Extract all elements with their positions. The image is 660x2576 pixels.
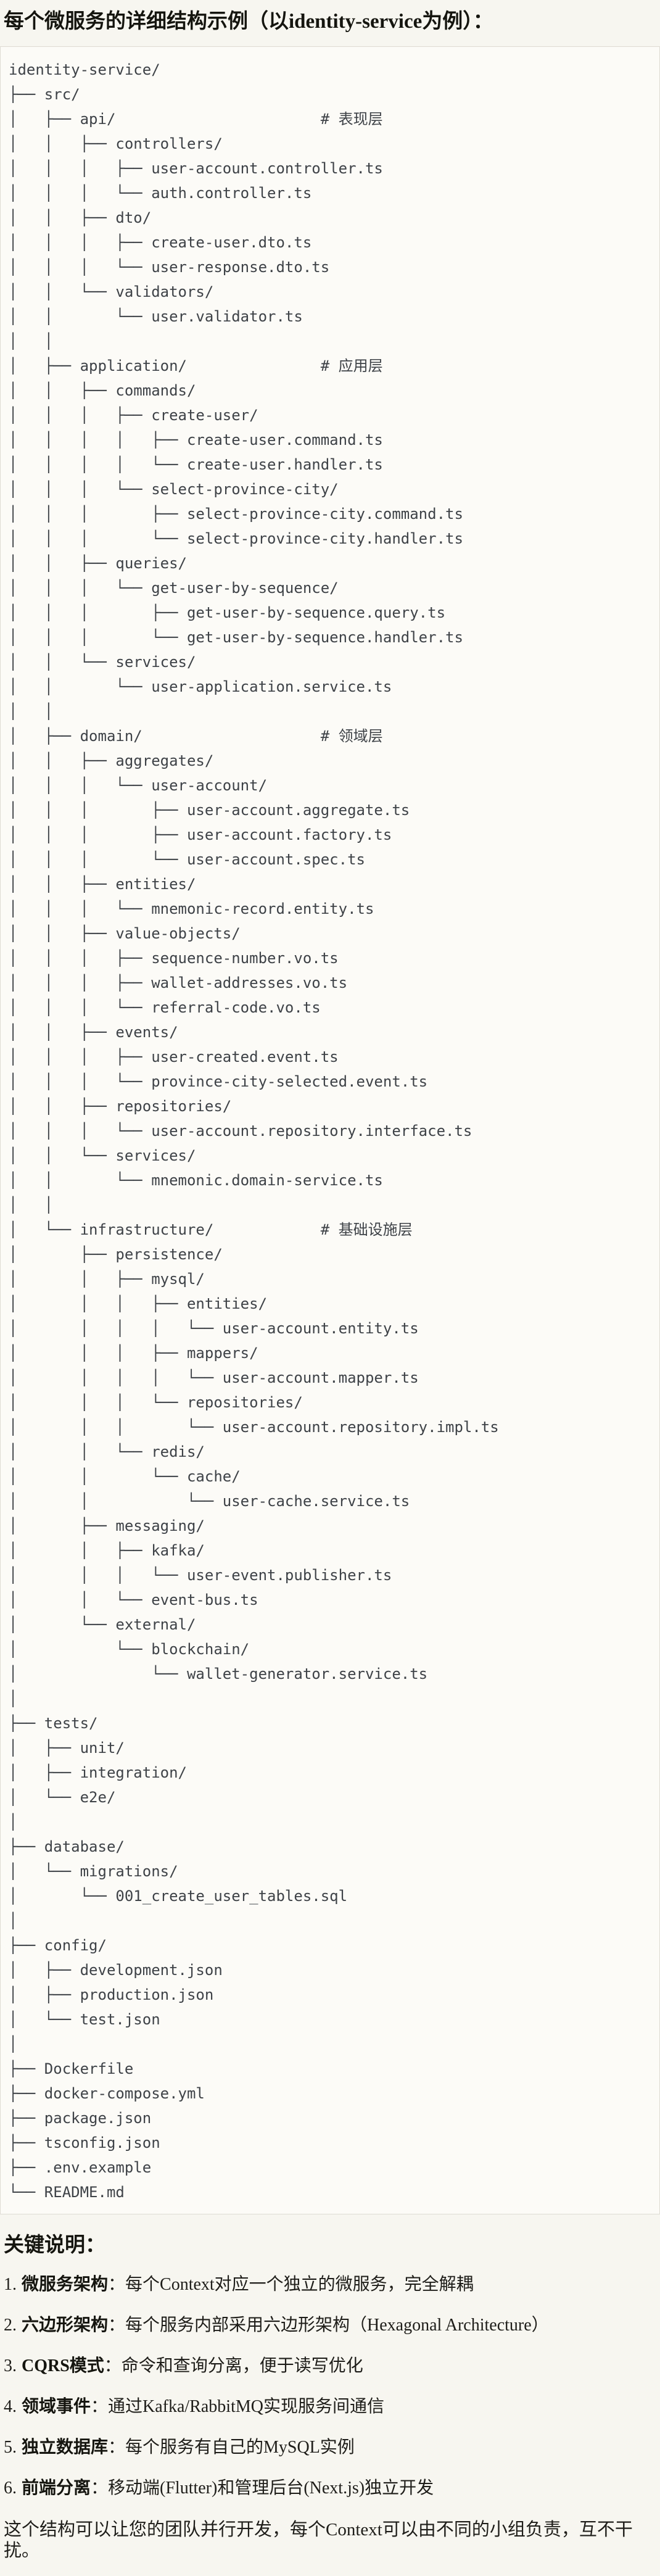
notes-list: 1.微服务架构：每个Context对应一个独立的微服务，完全解耦 2. 六边形架构… — [4, 2275, 656, 2498]
notes-heading: 关键说明： — [4, 2234, 105, 2256]
note-label: 独立数据库 — [22, 2438, 109, 2458]
note-item: 1.微服务架构：每个Context对应一个独立的微服务，完全解耦 — [4, 2275, 656, 2295]
note-number: 2. — [4, 2316, 17, 2335]
note-text: ：移动端(Flutter)和管理后台(Next.js)独立开发 — [91, 2479, 434, 2498]
note-text: ：每个服务有自己的MySQL实例 — [108, 2438, 355, 2458]
file-tree-code-block: identity-service/ ├── src/ │ ├── api/ # … — [0, 46, 660, 2214]
note-text: ：命令和查询分离，便于读写优化 — [104, 2356, 363, 2376]
note-number: 6. — [4, 2479, 17, 2498]
note-number: 3. — [4, 2356, 17, 2376]
note-text: ：通过Kafka/RabbitMQ实现服务间通信 — [91, 2397, 384, 2417]
note-label: 六边形架构 — [22, 2316, 109, 2335]
note-item: 4.领域事件：通过Kafka/RabbitMQ实现服务间通信 — [4, 2397, 656, 2417]
note-text: ：每个Context对应一个独立的微服务，完全解耦 — [108, 2275, 474, 2295]
closing-paragraph: 这个结构可以让您的团队并行开发，每个Context可以由不同的小组负责，互不干扰… — [4, 2520, 633, 2561]
note-label: 前端分离 — [22, 2479, 91, 2498]
note-number: 4. — [4, 2397, 17, 2417]
note-item: 5.独立数据库：每个服务有自己的MySQL实例 — [4, 2438, 656, 2458]
note-label: CQRS模式 — [22, 2356, 104, 2376]
note-text: ：每个服务内部采用六边形架构（Hexagonal Architecture） — [108, 2316, 549, 2335]
note-label: 微服务架构 — [22, 2275, 109, 2295]
note-item: 2. 六边形架构：每个服务内部采用六边形架构（Hexagonal Architec… — [4, 2316, 656, 2335]
note-item: 3.CQRS模式：命令和查询分离，便于读写优化 — [4, 2356, 656, 2376]
note-item: 6. 前端分离：移动端(Flutter)和管理后台(Next.js)独立开发 — [4, 2479, 656, 2498]
note-number: 5. — [4, 2438, 17, 2458]
note-number: 1. — [4, 2275, 17, 2295]
note-label: 领域事件 — [22, 2397, 91, 2417]
page-title: 每个微服务的详细结构示例（以identity-service为例）： — [4, 10, 493, 33]
